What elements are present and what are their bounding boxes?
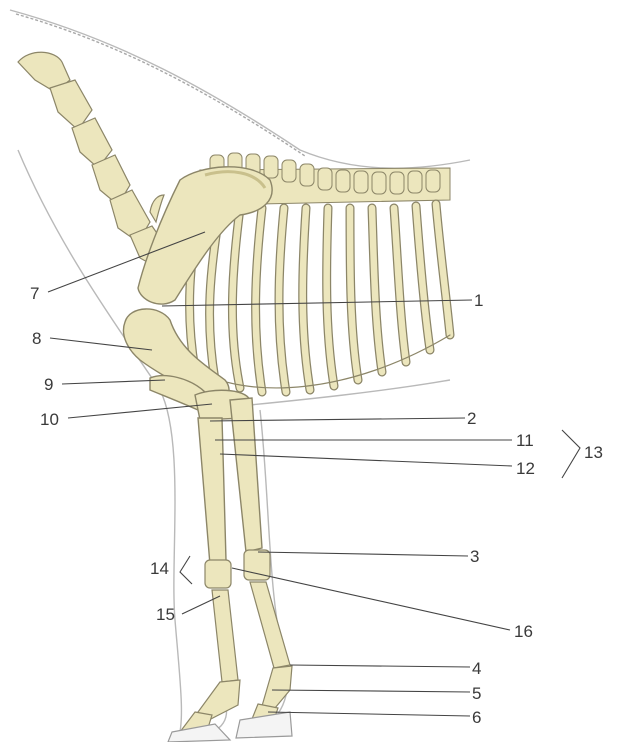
leader-6 bbox=[268, 712, 470, 716]
label-1: 1 bbox=[474, 292, 483, 309]
cervical-vertebrae bbox=[18, 52, 170, 268]
label-7: 7 bbox=[30, 285, 39, 302]
label-13: 13 bbox=[584, 444, 603, 461]
leader-5 bbox=[272, 690, 470, 692]
label-11: 11 bbox=[516, 432, 534, 449]
bracket-14 bbox=[180, 556, 192, 584]
label-14: 14 bbox=[150, 560, 169, 577]
label-3: 3 bbox=[470, 548, 479, 565]
leader-3 bbox=[258, 552, 468, 556]
label-6: 6 bbox=[472, 709, 481, 726]
forearm-bones bbox=[198, 398, 262, 565]
label-12: 12 bbox=[516, 460, 535, 477]
label-16: 16 bbox=[514, 623, 533, 640]
label-5: 5 bbox=[472, 685, 481, 702]
label-15: 15 bbox=[156, 606, 175, 623]
leader-lines bbox=[48, 232, 580, 716]
label-10: 10 bbox=[40, 411, 59, 428]
leader-4 bbox=[290, 665, 470, 667]
label-8: 8 bbox=[32, 330, 41, 347]
leader-10 bbox=[68, 404, 212, 418]
label-4: 4 bbox=[472, 660, 481, 677]
bracket-13 bbox=[562, 430, 580, 478]
label-9: 9 bbox=[44, 376, 53, 393]
ribs bbox=[190, 204, 450, 392]
label-2: 2 bbox=[467, 410, 476, 427]
